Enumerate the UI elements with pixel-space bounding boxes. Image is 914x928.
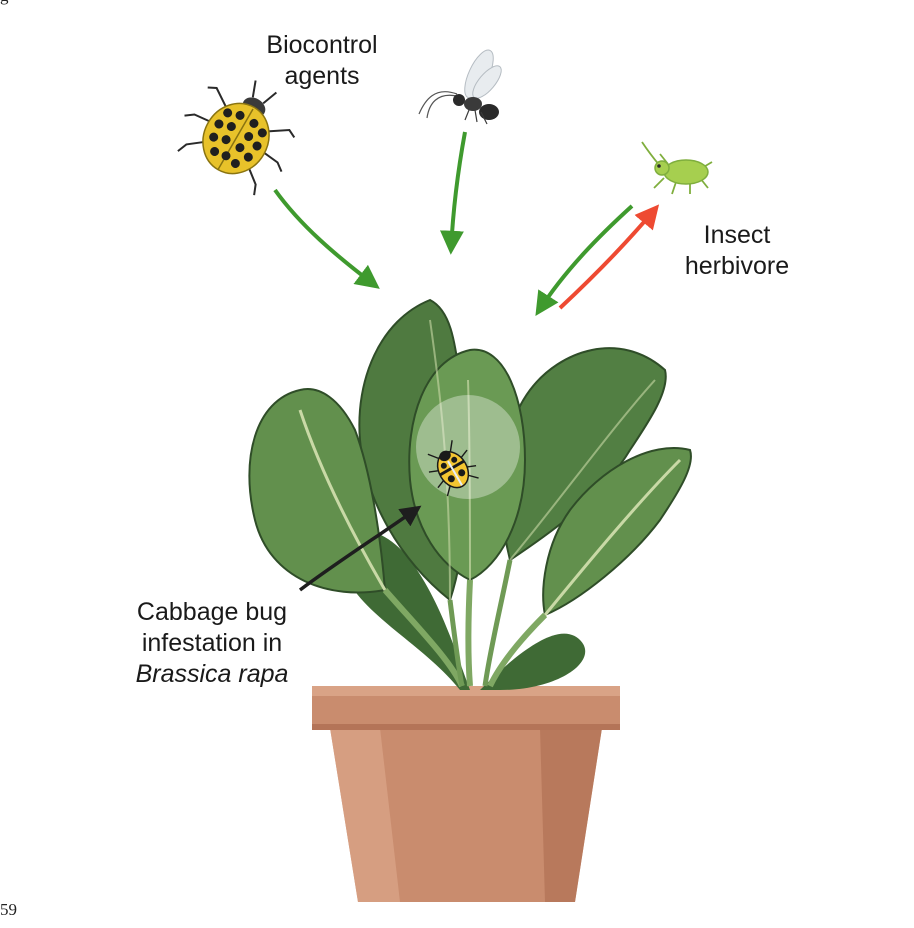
infestation-highlight bbox=[416, 395, 520, 499]
cabbage-bug-icon bbox=[427, 440, 479, 497]
page-header-fragment: g bbox=[0, 0, 9, 6]
parasitoid-wasp-icon bbox=[418, 49, 502, 125]
ladybird-to-plant-arrow bbox=[273, 188, 380, 289]
label-to-bug-arrow bbox=[298, 505, 422, 592]
biocontrol-agents-label: Biocontrol agents bbox=[236, 30, 408, 92]
plant-to-aphid-arrow bbox=[558, 204, 660, 310]
plant-icon bbox=[248, 298, 692, 690]
insect-herbivore-label: Insect herbivore bbox=[664, 220, 810, 282]
aphid-icon bbox=[641, 141, 713, 195]
biocontrol-label-line2: agents bbox=[284, 62, 360, 90]
biocontrol-label-line1: Biocontrol bbox=[266, 31, 378, 59]
page-number: 59 bbox=[0, 900, 17, 919]
wasp-to-plant-arrow bbox=[439, 131, 467, 255]
cabbage-label-line1: Cabbage bug bbox=[136, 598, 288, 626]
cabbage-bug-label: Cabbage bug infestation in Brassica rapa bbox=[112, 597, 312, 690]
aphid-to-plant-arrow bbox=[535, 204, 634, 317]
cabbage-label-line2: infestation in bbox=[141, 629, 283, 657]
cabbage-label-species: Brassica rapa bbox=[135, 660, 289, 688]
herbivore-label-line2: herbivore bbox=[684, 252, 790, 280]
herbivore-label-line1: Insect bbox=[703, 221, 771, 249]
flower-pot-icon bbox=[312, 686, 620, 902]
ladybird-beetle-icon bbox=[177, 80, 296, 196]
